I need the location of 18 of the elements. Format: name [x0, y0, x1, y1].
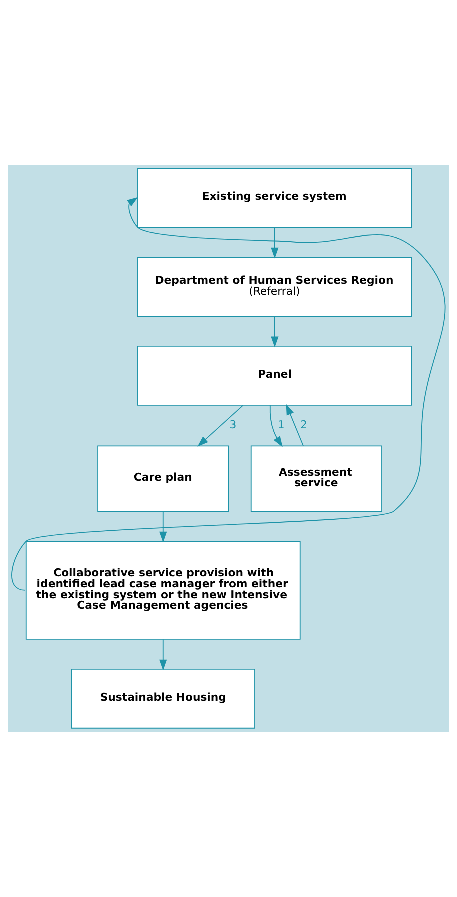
arrow — [271, 316, 279, 348]
arrow — [270, 405, 283, 448]
arrow — [12, 197, 446, 591]
node-box: Panel — [138, 346, 412, 406]
arrow — [198, 405, 244, 447]
node-box: Sustainable Housing — [71, 668, 256, 729]
edge-label: 2 — [300, 418, 308, 432]
node-box: Department of Human Services Region (Referral) — [138, 257, 412, 317]
arrow — [160, 511, 168, 543]
arrow — [271, 227, 279, 259]
edge-label: 1 — [278, 418, 285, 432]
node-box: Assessment service — [250, 446, 382, 512]
node-box: Care plan — [98, 446, 230, 512]
arrow — [160, 639, 168, 671]
node-box: Collaborative service provision with identified lead case manager from either the existing system or the new Intensive Case Management agencies — [26, 541, 301, 640]
node-box: Existing service system — [138, 168, 412, 228]
edge-label: 3 — [230, 418, 237, 432]
arrow — [286, 404, 304, 446]
